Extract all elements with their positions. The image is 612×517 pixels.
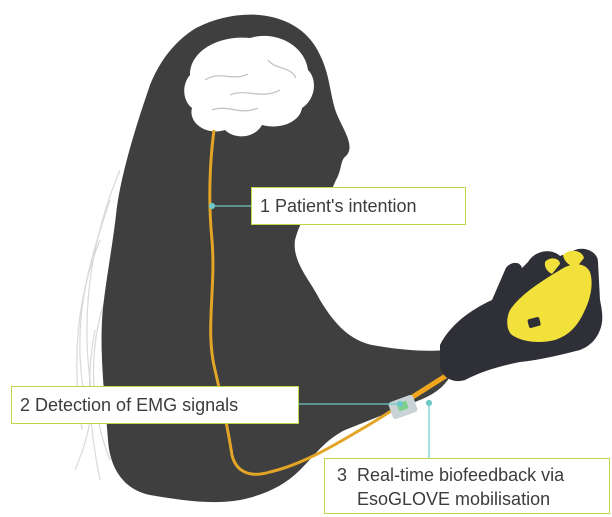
label-patient-intention-text: 1 Patient's intention xyxy=(260,196,417,216)
esoglove-icon xyxy=(440,249,602,381)
label-emg-detection-text: 2 Detection of EMG signals xyxy=(20,395,238,415)
label-biofeedback-line2: EsoGLOVE mobilisation xyxy=(337,487,597,511)
label-patient-intention: 1 Patient's intention xyxy=(251,187,466,225)
label-biofeedback-line1: Real-time biofeedback via xyxy=(357,465,564,485)
label-biofeedback-number: 3 xyxy=(337,463,357,487)
label-emg-detection: 2 Detection of EMG signals xyxy=(11,386,299,424)
